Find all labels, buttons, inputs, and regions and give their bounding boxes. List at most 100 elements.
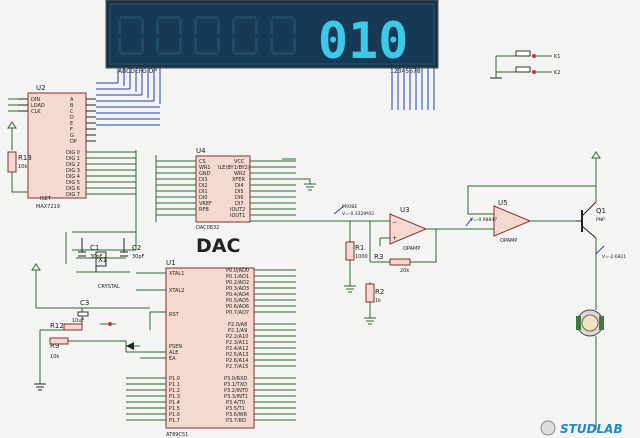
voltage-probe-1: PROBE V=-0.3329ª02: [333, 204, 374, 217]
u3-part: OPAMP: [403, 246, 420, 252]
u4-pin-ile: ILE(BY1/BY2): [218, 165, 250, 171]
watermark: STUDLAB: [540, 420, 623, 436]
u2-bottom-pin: ISET: [40, 196, 52, 202]
u2-pin-f: F: [70, 127, 73, 133]
svg-text:PROBE: PROBE: [342, 204, 357, 210]
u2-pin-din: DIN: [31, 97, 40, 103]
opamp-u3: U3 OPAMP −+: [389, 206, 428, 252]
probe-3: V=-2.6821: [595, 245, 626, 260]
capacitor-c3: C3 10uF: [31, 263, 150, 330]
r9-ref: R9: [50, 342, 59, 350]
u4-pin-wr1: WR1: [199, 165, 211, 171]
u1-pin-rst: RST: [169, 312, 180, 318]
x1-value: CRYSTAL: [98, 284, 120, 290]
u1-p31: P3.1/TXD: [224, 382, 247, 388]
u4-pin-di3: DI3: [199, 177, 208, 183]
seven-segment-display: 010 ABCDEFG DP 12345678: [105, 0, 439, 75]
opamp-u5: U5 OPAMP: [493, 199, 532, 244]
u2-pin-dp: DP: [70, 139, 77, 145]
u1-pin-ea: EA: [169, 356, 176, 362]
u1-p02: P0.2/AD2: [226, 280, 249, 286]
u1-p13: P1.3: [169, 394, 180, 400]
svg-text:+: +: [392, 235, 397, 242]
key-k1-label: K1: [554, 54, 560, 60]
u4-pin-di6: DI6: [235, 195, 244, 201]
u2-pin-dig2: DIG 2: [66, 162, 80, 168]
u1-p12: P1.2: [169, 388, 180, 394]
probe-1-value: V=-0.3329ª02: [342, 211, 374, 217]
r2-ref: R2: [375, 288, 384, 296]
u1-p17: P1.7: [169, 418, 180, 424]
u4-pin-di0: DI0: [199, 195, 208, 201]
u1-p33: P3.3/INT1: [224, 394, 248, 400]
display-right-label: 12345678: [390, 68, 421, 75]
probe-2: V=-0.98847: [465, 217, 497, 227]
r12-ref: R12: [50, 322, 64, 330]
u4-pin-cs: CS: [199, 159, 206, 165]
u1-p15: P1.5: [169, 406, 180, 412]
u1-p25: P2.5/A13: [226, 352, 248, 358]
u1-part: AT89C51: [166, 432, 188, 438]
u1-p24: P2.4/A12: [226, 346, 248, 352]
x1-ref: X1: [98, 256, 107, 264]
chip-u2: U2 ISET MAX7219 DIN LOAD CLK A B C D E F…: [18, 84, 96, 210]
probe-2-value: V=-0.98847: [470, 217, 497, 223]
u4-pin-di1: DI1: [199, 189, 208, 195]
r3-ref: R3: [374, 253, 383, 261]
probe-3-value: V=-2.6821: [602, 254, 626, 260]
u2-pin-dig6: DIG 6: [66, 186, 80, 192]
capacitor-c2: C2 30pF: [120, 238, 145, 260]
chip-u1: U1 AT89C51 XTAL1 XTAL2 RST PSEN ALE EA P…: [165, 259, 255, 438]
q1-part: PNP: [596, 217, 605, 223]
u4-pin-vref: VREF: [199, 201, 212, 207]
u1-p10: P1.0: [169, 376, 180, 382]
resistor-r1: R1 1000: [345, 241, 368, 261]
u4-pin-di4: DI4: [235, 183, 244, 189]
u1-p05: P0.5/AD5: [226, 298, 249, 304]
display-digits: 010: [318, 12, 408, 70]
u1-pin-ale: ALE: [169, 350, 178, 356]
u4-pin-di2: DI2: [199, 183, 208, 189]
u1-p35: P3.5/T1: [226, 406, 245, 412]
u5-part: OPAMP: [500, 238, 517, 244]
u4-ref: U4: [196, 147, 206, 155]
u2-part: MAX7219: [36, 204, 60, 210]
u4-pin-di5: DI5: [235, 189, 244, 195]
resistor-r13: R13 10k: [7, 121, 32, 193]
display-left-label: ABCDEFG DP: [118, 68, 157, 75]
u1-p34: P3.4/T0: [226, 400, 245, 406]
u2-ref: U2: [36, 84, 46, 92]
u2-pin-b: B: [70, 103, 74, 109]
u1-p20: P2.0/A8: [228, 322, 247, 328]
r2-value: 1k: [375, 298, 381, 304]
u1-p32: P3.2/INT0: [224, 388, 248, 394]
crystal-x1: X1 CRYSTAL: [65, 231, 136, 290]
c1-ref: C1: [90, 244, 99, 252]
svg-text:−: −: [392, 219, 397, 226]
u1-p03: P0.3/AD3: [226, 286, 249, 292]
u4-pin-iout1: IOUT1: [230, 213, 245, 219]
c2-ref: C2: [132, 244, 141, 252]
u1-p27: P2.7/A15: [226, 364, 248, 370]
u2-pin-dig4: DIG 4: [66, 174, 80, 180]
u1-p21: P2.1/A9: [228, 328, 247, 334]
u1-p06: P0.6/AD6: [226, 304, 249, 310]
resistor-r9: R9 10k: [49, 337, 140, 360]
u2-pin-dig5: DIG 5: [66, 180, 80, 186]
u1-p30: P3.0/RXD: [224, 376, 248, 382]
resistor-r12: R12: [34, 322, 83, 391]
c3-value: 10uF: [72, 318, 85, 324]
u1-p22: P2.2/A10: [226, 334, 248, 340]
u1-p36: P3.6/WR: [226, 412, 248, 418]
u5-ref: U5: [498, 199, 508, 207]
r1-value: 1000: [355, 254, 368, 260]
u4-pin-gnd: GND: [199, 171, 211, 177]
u4-pin-iout2: IOUT2: [230, 207, 245, 213]
u2-pin-a: A: [70, 97, 74, 103]
r13-value: 10k: [18, 164, 27, 170]
u1-p01: P0.1/AD1: [226, 274, 249, 280]
transistor-q1: Q1 PNP: [576, 201, 606, 239]
c2-value: 30pF: [132, 254, 145, 260]
u1-p16: P1.6: [169, 412, 180, 418]
u2-pin-dig1: DIG 1: [66, 156, 80, 162]
